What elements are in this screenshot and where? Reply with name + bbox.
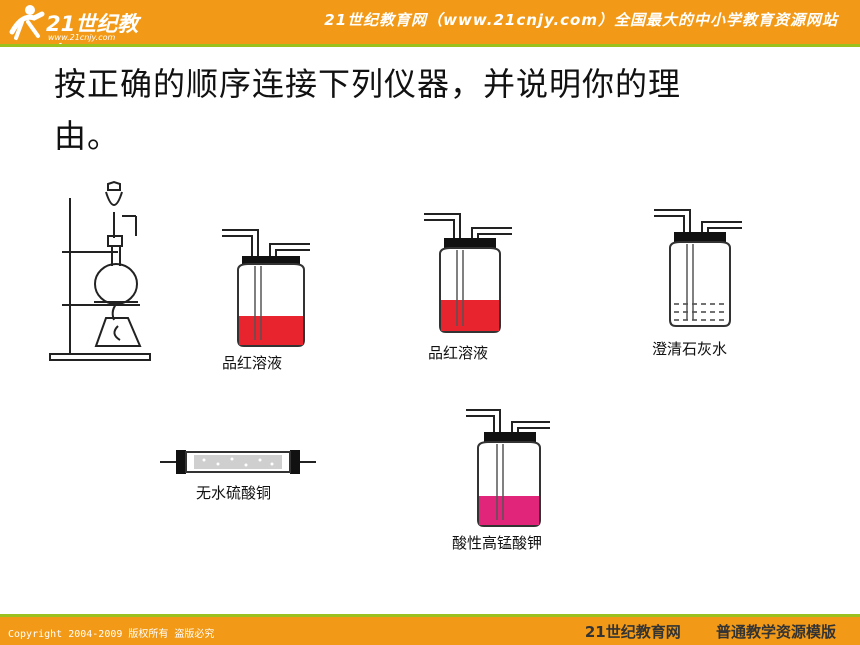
logo: 21世纪教育 www.21cnjy.com bbox=[4, 2, 154, 66]
wash-bottle-3: 澄清石灰水 bbox=[650, 204, 746, 358]
logo-url: www.21cnjy.com bbox=[48, 33, 116, 42]
anhydrous-copper-sulfate-tube bbox=[160, 450, 316, 474]
apparatus-label: 品红溶液 bbox=[428, 344, 489, 362]
wash-bottle-1: 品红溶液 bbox=[218, 220, 314, 372]
flask-stand-diagram bbox=[49, 180, 151, 361]
header-divider bbox=[0, 44, 860, 47]
apparatus-label: 无水硫酸铜 bbox=[196, 484, 272, 502]
footer-branding: 21世纪教育网 普通教学资源模版 bbox=[555, 621, 836, 642]
copyright-text: Copyright 2004-2009 版权所有 盗版必究 bbox=[8, 629, 215, 640]
gas-wash-bottle-limewater bbox=[654, 209, 742, 327]
apparatus-label: 澄清石灰水 bbox=[652, 340, 728, 358]
wash-bottle-4: 酸性高锰酸钾 bbox=[452, 404, 554, 552]
runner-logo-icon bbox=[9, 5, 45, 40]
gas-wash-bottle-red-1 bbox=[222, 229, 310, 347]
site-title: 21世纪教育网（www.21cnjy.com）全国最大的中小学教育资源网站 bbox=[324, 11, 838, 29]
logo-text: 21世纪教育 bbox=[46, 12, 139, 66]
wash-bottle-2: 品红溶液 bbox=[420, 208, 516, 362]
footer-template: 普通教学资源模版 bbox=[715, 623, 836, 641]
footer-bar: Copyright 2004-2009 版权所有 盗版必究 21世纪教育网 普通… bbox=[0, 617, 860, 645]
question-text: 按正确的顺序连接下列仪器，并说明你的理由。 bbox=[54, 65, 682, 155]
header-bar: 21世纪教育 www.21cnjy.com 21世纪教育网（www.21cnjy… bbox=[0, 0, 860, 66]
drying-tube: 无水硫酸铜 bbox=[160, 438, 316, 502]
apparatus-label: 酸性高锰酸钾 bbox=[452, 534, 543, 552]
gas-generator-apparatus bbox=[48, 178, 158, 372]
gas-wash-bottle-permanganate bbox=[466, 409, 550, 527]
footer-divider bbox=[0, 614, 860, 617]
apparatus-label: 品红溶液 bbox=[222, 354, 283, 372]
gas-wash-bottle-red-2 bbox=[424, 213, 512, 333]
footer-brand: 21世纪教育网 bbox=[584, 623, 681, 641]
